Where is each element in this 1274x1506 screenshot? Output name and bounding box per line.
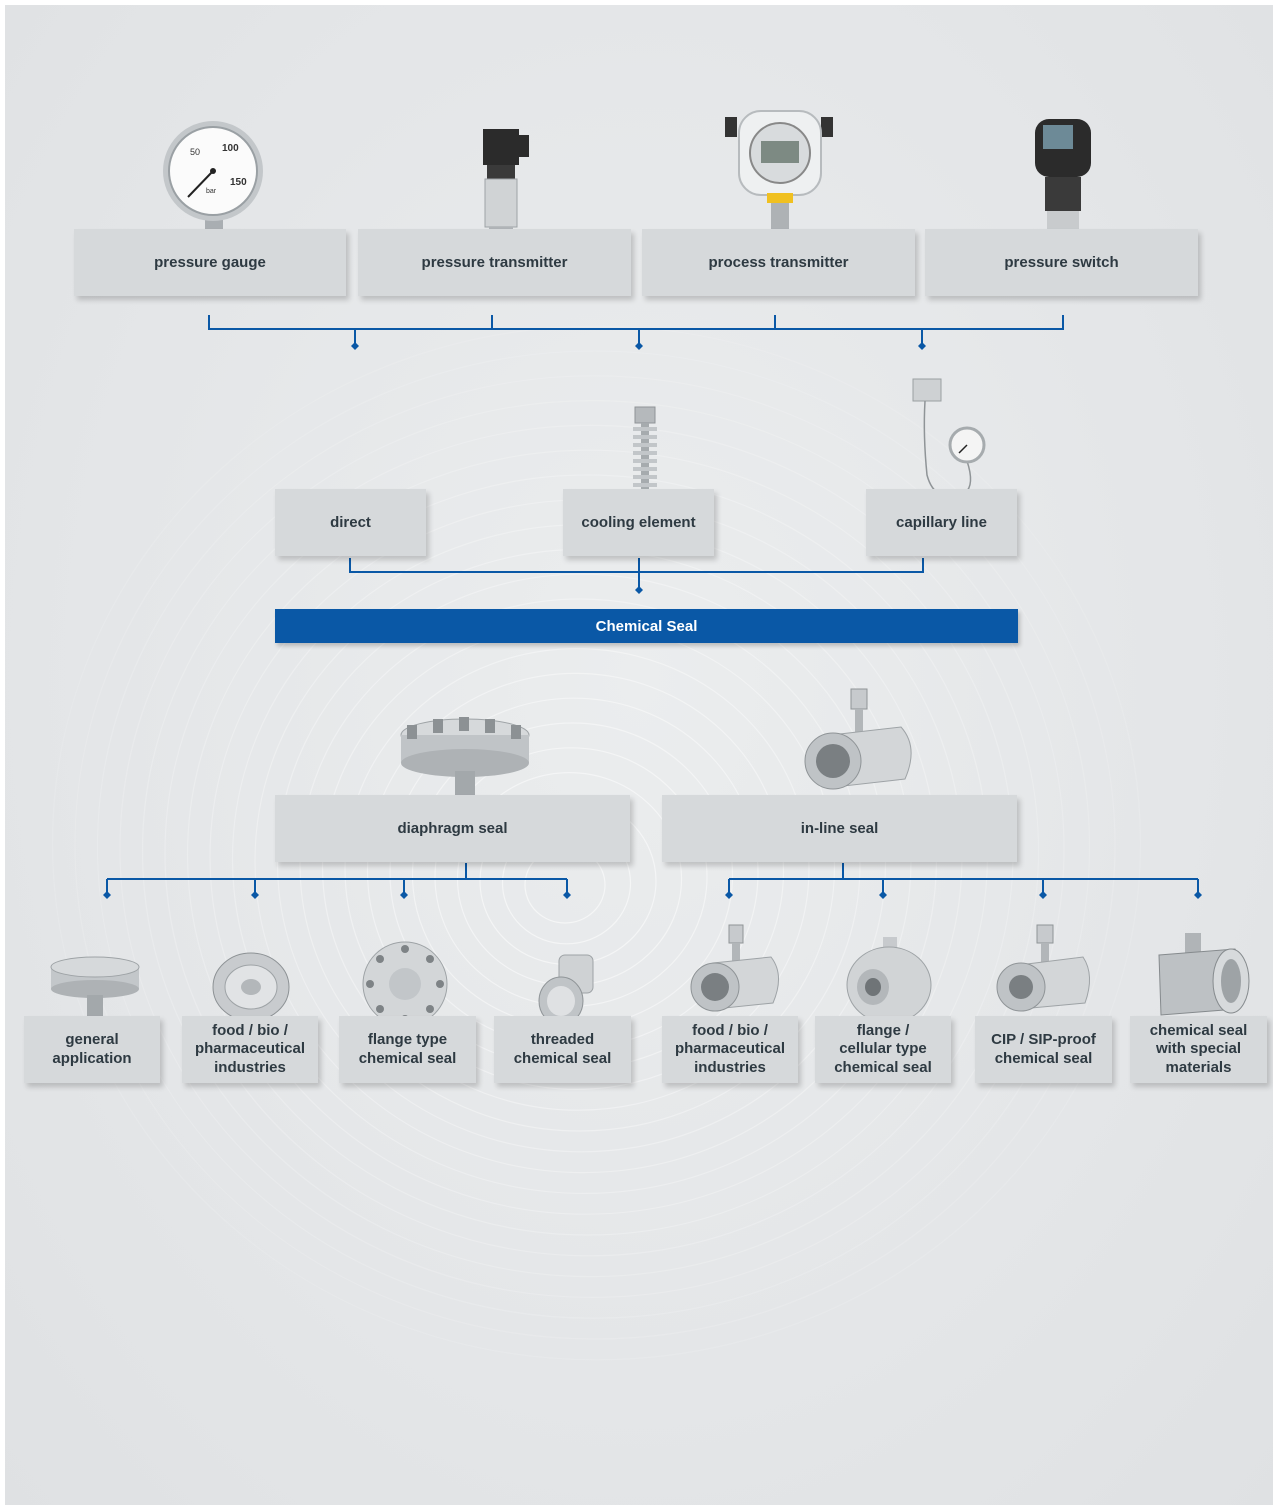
diagram-canvas: 50 100 150 bar (5, 5, 1273, 1505)
threaded-seal-icon (538, 954, 594, 1026)
swirl-ring (51, 325, 1142, 1361)
node-label: pressure gauge (154, 253, 266, 271)
node-cip-sip-proof[interactable]: CIP / SIP-proof chemical seal (975, 1016, 1112, 1083)
node-in-line-seal[interactable]: in-line seal (662, 795, 1017, 862)
node-label: food / bio / pharmaceutical industries (674, 1021, 786, 1076)
node-flange-type[interactable]: flange type chemical seal (339, 1016, 476, 1083)
in-line-seal-small-icon (690, 924, 779, 1012)
in-line-seal-icon (804, 688, 912, 790)
svg-text:bar: bar (206, 188, 217, 195)
connector-dot (103, 891, 111, 899)
diaphragm-seal-small-icon (50, 956, 140, 1025)
cooling-element-icon (633, 406, 657, 499)
node-diaphragm-seal[interactable]: diaphragm seal (275, 795, 630, 862)
node-cooling-element[interactable]: cooling element (563, 489, 714, 556)
node-capillary-line[interactable]: capillary line (866, 489, 1017, 556)
connector-lines (103, 315, 1202, 899)
connector-dot (251, 891, 259, 899)
node-food-bio-pharma-inline[interactable]: food / bio / pharmaceutical industries (662, 1016, 798, 1083)
node-general-application[interactable]: general application (24, 1016, 160, 1083)
node-label: capillary line (896, 513, 987, 531)
swirl-ring (344, 647, 810, 1090)
swirl-ring (96, 375, 1091, 1319)
node-pressure-gauge[interactable]: pressure gauge (74, 229, 346, 296)
node-threaded[interactable]: threaded chemical seal (494, 1016, 631, 1083)
connector-dot (918, 342, 926, 350)
node-label: CIP / SIP-proof chemical seal (991, 1031, 1096, 1067)
node-label: food / bio / pharmaceutical industries (194, 1021, 306, 1076)
swirl-ring (119, 400, 1065, 1298)
in-line-cip-icon (996, 924, 1090, 1012)
node-direct[interactable]: direct (275, 489, 426, 556)
svg-text:100: 100 (222, 143, 239, 154)
node-process-transmitter[interactable]: process transmitter (642, 229, 915, 296)
connector-dot (725, 891, 733, 899)
node-label: flange type chemical seal (358, 1031, 457, 1067)
svg-text:50: 50 (190, 147, 200, 157)
connector-dot (635, 586, 643, 594)
node-label: cooling element (581, 513, 696, 531)
special-material-seal-icon (1158, 933, 1250, 1016)
connector-dot (351, 342, 359, 350)
swirl-ring (276, 573, 887, 1153)
node-chemical-seal[interactable]: Chemical Seal (275, 609, 1018, 643)
node-label: process transmitter (708, 253, 849, 271)
connector-dot (635, 342, 643, 350)
diaphragm-seal-icon (400, 717, 530, 805)
node-flange-cellular[interactable]: flange / cellular type chemical seal (815, 1016, 951, 1083)
node-label: in-line seal (800, 819, 879, 837)
node-label: chemical seal with special materials (1149, 1021, 1248, 1076)
node-label: direct (330, 513, 371, 531)
node-label: general application (52, 1031, 132, 1067)
main-label: Chemical Seal (595, 617, 698, 635)
node-label: pressure transmitter (421, 253, 568, 271)
connector-dot (400, 891, 408, 899)
swirl-ring (299, 598, 861, 1132)
connector-dot (563, 891, 571, 899)
connector-dot (1194, 891, 1202, 899)
capillary-line-icon (912, 378, 986, 498)
connector-dot (879, 891, 887, 899)
node-pressure-transmitter[interactable]: pressure transmitter (358, 229, 631, 296)
swirl-ring (74, 350, 1116, 1340)
swirl-ring (141, 424, 1040, 1278)
flange-disc-icon (362, 941, 448, 1027)
node-label: diaphragm seal (397, 819, 508, 837)
node-label: pressure switch (1004, 253, 1119, 271)
node-food-bio-pharma-diaphragm[interactable]: food / bio / pharmaceutical industries (182, 1016, 318, 1083)
node-pressure-switch[interactable]: pressure switch (925, 229, 1198, 296)
connector-dot (1039, 891, 1047, 899)
node-label: flange / cellular type chemical seal (834, 1021, 932, 1076)
node-label: threaded chemical seal (513, 1031, 612, 1067)
svg-text:150: 150 (230, 177, 247, 188)
node-special-materials[interactable]: chemical seal with special materials (1130, 1016, 1267, 1083)
